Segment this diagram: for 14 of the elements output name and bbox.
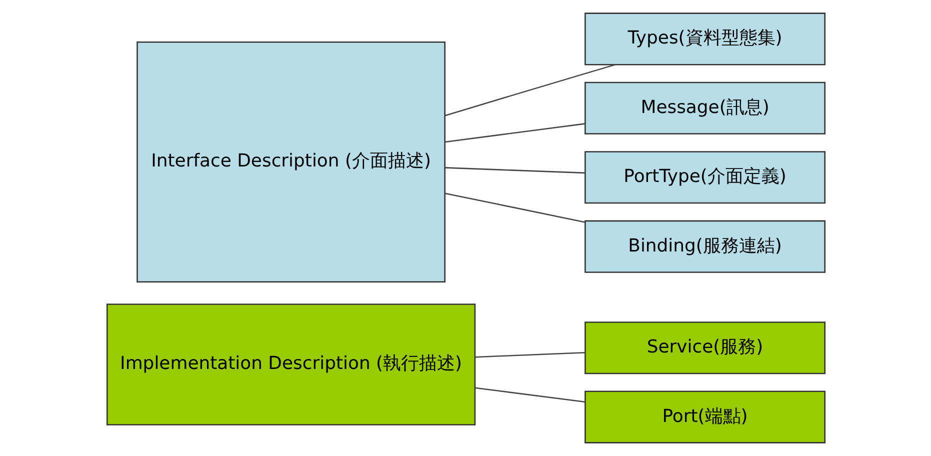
connector (444, 167, 585, 174)
node-box: PortType(介面定義) (584, 151, 826, 204)
node-box: Types(資料型態集) (584, 12, 826, 66)
node-box: Service(服務) (584, 322, 826, 374)
connector (474, 352, 584, 358)
node-box: Message(訊息) (584, 82, 826, 134)
connector (444, 192, 585, 223)
connector (474, 387, 584, 402)
node-box: Binding(服務連結) (584, 220, 826, 273)
node-box: Port(端點) (584, 390, 826, 444)
connector (444, 123, 585, 143)
node-box: Implementation Description (執行描述) (106, 304, 476, 426)
node-box: Interface Description (介面描述) (136, 42, 445, 282)
connector (444, 64, 616, 116)
